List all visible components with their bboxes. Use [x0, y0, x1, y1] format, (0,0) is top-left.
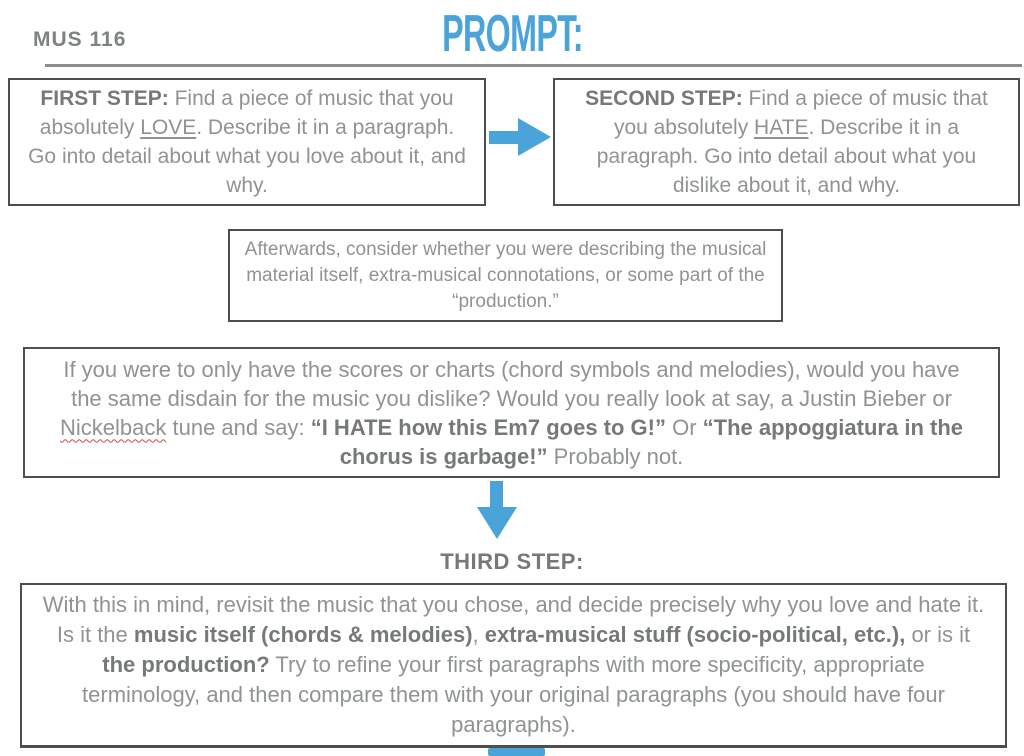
text-segment: . Describe it in a paragraph. Go into de…	[28, 116, 466, 197]
text-segment: Try to refine your first paragraphs with…	[82, 652, 945, 737]
page-title-text: PROMPT:	[441, 5, 583, 63]
header-divider	[45, 64, 1022, 67]
text-segment: FIRST STEP:	[40, 87, 175, 110]
arrow-down-stem	[490, 481, 503, 507]
text-segment: HATE	[754, 116, 809, 139]
text-segment: ,	[472, 622, 485, 647]
text-segment: With this in mind, revisit the music tha…	[42, 592, 985, 647]
text-segment: LOVE	[140, 116, 197, 139]
third-step-text: With this in mind, revisit the music tha…	[22, 590, 1005, 740]
text-segment: “I HATE how this Em7 goes to G!”	[310, 414, 666, 440]
course-code-label: MUS 116	[33, 28, 127, 51]
text-segment: If you were to only have the scores or c…	[63, 356, 960, 411]
arrow-right-head	[518, 118, 551, 156]
afterwards-note-text: Afterwards, consider whether you were de…	[244, 238, 767, 312]
third-step-heading: THIRD STEP:	[440, 549, 584, 574]
text-segment: Or	[665, 414, 703, 440]
text-segment: . Describe it in a paragraph. Go into de…	[596, 116, 977, 197]
arrow-down-clipped-icon	[488, 748, 545, 756]
text-segment: extra-musical stuff (socio-political, et…	[484, 622, 906, 647]
challenge-text: If you were to only have the scores or c…	[25, 355, 998, 471]
challenge-box: If you were to only have the scores or c…	[23, 347, 1000, 478]
text-segment: “The appoggiatura in the chorus is garba…	[339, 414, 963, 469]
third-step-box: With this in mind, revisit the music tha…	[20, 583, 1007, 748]
text-segment: SECOND STEP:	[585, 87, 749, 110]
text-segment: the production?	[102, 652, 270, 677]
text-segment: or is it	[905, 622, 971, 647]
afterwards-note-box: Afterwards, consider whether you were de…	[228, 229, 783, 322]
arrow-right-stem	[489, 131, 518, 144]
page-title: PROMPT:	[0, 8, 1024, 60]
text-segment: Find a piece of music that you absolutel…	[39, 87, 454, 139]
text-segment: tune and say:	[166, 414, 311, 440]
second-step-text: SECOND STEP: Find a piece of music that …	[555, 84, 1018, 200]
first-step-box: FIRST STEP: Find a piece of music that y…	[8, 78, 486, 206]
arrow-down-head	[477, 507, 517, 539]
second-step-box: SECOND STEP: Find a piece of music that …	[553, 78, 1020, 206]
text-segment: Probably not.	[547, 443, 684, 469]
text-segment: Nickelback	[60, 414, 167, 440]
first-step-text: FIRST STEP: Find a piece of music that y…	[10, 84, 484, 200]
text-segment: Find a piece of music that you absolutel…	[613, 87, 988, 139]
text-segment: music itself (chords & melodies)	[133, 622, 473, 647]
